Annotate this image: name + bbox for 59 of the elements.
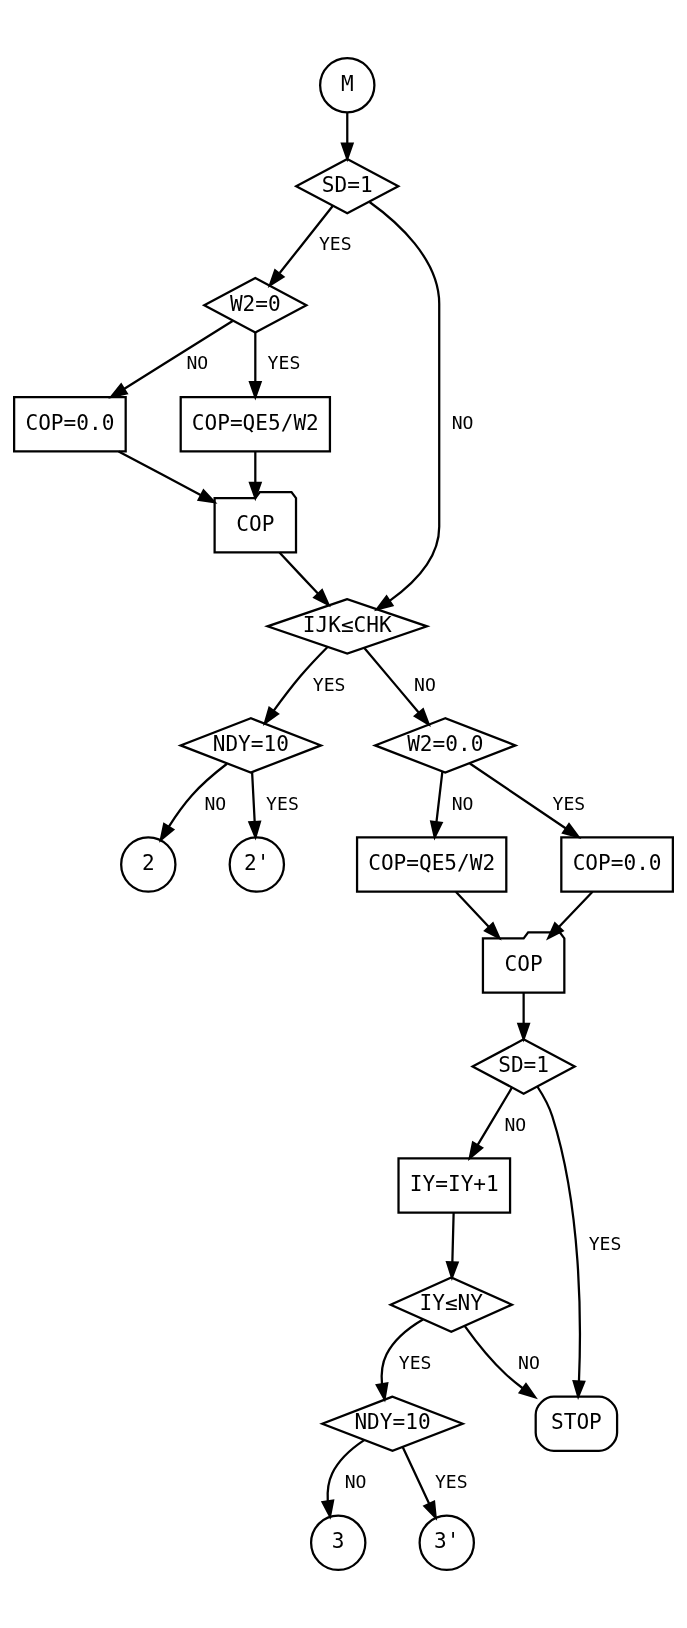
edge-label: NO [504, 1113, 527, 1135]
arrow [455, 890, 502, 941]
node-diamond: W2=0 [201, 276, 309, 334]
node-box: COP=QE5/W2 [355, 836, 508, 893]
node-diamond: NDY=10 [177, 717, 325, 774]
arrow [320, 1439, 365, 1520]
node-circle: 2 [120, 836, 177, 893]
arrow [340, 112, 355, 163]
node-diamond: IJK≤CHK [264, 598, 431, 655]
arrow [463, 1325, 538, 1400]
edge-label: NO [344, 1470, 367, 1492]
edge-label: NO [451, 792, 474, 814]
arrow [248, 451, 263, 502]
edge-label: NO [204, 792, 227, 814]
arrow [108, 320, 234, 399]
arrow [368, 201, 441, 612]
arrow [469, 762, 582, 839]
edge-label: YES [312, 673, 346, 695]
node-circle: 3' [418, 1514, 475, 1572]
node-diamond: NDY=10 [319, 1395, 466, 1453]
arrow [468, 1087, 513, 1162]
node-diamond: SD=1 [293, 157, 401, 215]
arrow [267, 205, 334, 289]
node-circle: 2' [228, 836, 286, 893]
edge-label: NO [518, 1351, 540, 1373]
edge-label: NO [186, 352, 209, 374]
arrow [248, 332, 263, 401]
node-box: IY=IY+1 [397, 1157, 512, 1214]
arrow [445, 1212, 460, 1281]
arrow [429, 771, 444, 841]
arrow [363, 647, 431, 727]
arrow [278, 551, 331, 608]
arrow [546, 890, 594, 941]
node-diamond: IY≤NY [387, 1276, 515, 1334]
arrow [375, 1318, 424, 1403]
arrow [401, 1446, 438, 1521]
node-diamond: W2=0.0 [371, 717, 519, 774]
node-box: STOP [534, 1395, 619, 1452]
node-box: COP=0.0 [560, 836, 674, 893]
node-circle: 3 [309, 1514, 367, 1572]
edge-label: YES [552, 792, 586, 814]
edge-label: NO [451, 412, 474, 434]
edge-label: NO [414, 673, 436, 695]
node-circle: M [319, 56, 376, 114]
edge-label: YES [267, 352, 301, 374]
arrow [118, 450, 218, 504]
edge-label: YES [318, 233, 352, 255]
arrow [536, 1086, 586, 1400]
arrow [247, 772, 262, 841]
node-box: COP=0.0 [13, 396, 127, 453]
edge-label: YES [434, 1470, 468, 1492]
node-diamond: SD=1 [470, 1038, 578, 1095]
edge-label: YES [588, 1232, 622, 1254]
arrow [516, 992, 531, 1043]
arrow [262, 646, 329, 726]
node-box: COP=QE5/W2 [179, 396, 332, 453]
arrow [159, 762, 228, 843]
edge-label: YES [266, 792, 299, 814]
edge-label: YES [398, 1351, 432, 1373]
